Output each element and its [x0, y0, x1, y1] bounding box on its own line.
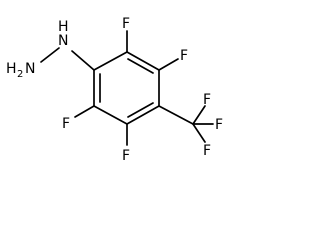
bond-c1-n [71, 50, 95, 71]
label-cf3-f-bottom: F [203, 143, 211, 159]
label-amine-subscript: 2 [17, 69, 23, 80]
ring-bond-c2-c3-inner [127, 58, 154, 74]
bond-cf3-f-bottom [192, 123, 206, 143]
label-f-top: F [122, 16, 130, 32]
chemical-structure-diagram: N H H 2 N F F F F F F F [6, 16, 223, 164]
label-f-bottom: F [122, 148, 130, 164]
ring-bond-c4-c5-inner [127, 102, 154, 118]
ring-bond-c1-c2 [93, 51, 128, 71]
label-cf3-f-top: F [203, 92, 211, 108]
label-amine-h: H [6, 61, 17, 77]
label-cf3-f-right: F [215, 117, 223, 133]
bond-c6-f [74, 105, 95, 118]
bond-n-n [40, 47, 60, 63]
substituent-bonds [40, 30, 214, 146]
atom-labels: N H H 2 N F F F F F F F [6, 16, 223, 164]
benzene-ring [93, 51, 160, 125]
label-f-upper-right: F [180, 48, 188, 64]
bond-cf3-f-top [192, 105, 206, 125]
ring-bond-c5-c6 [93, 105, 128, 125]
label-hydrazine-h: H [58, 19, 69, 35]
label-amine-n: N [25, 61, 35, 77]
bond-c3-f [158, 58, 179, 71]
ring-bond-c4-c5 [126, 105, 160, 125]
label-hydrazine-n: N [58, 33, 68, 49]
bond-c4-cf3 [158, 105, 194, 125]
label-f-lower-left: F [62, 116, 70, 132]
ring-bond-c2-c3 [126, 51, 160, 71]
